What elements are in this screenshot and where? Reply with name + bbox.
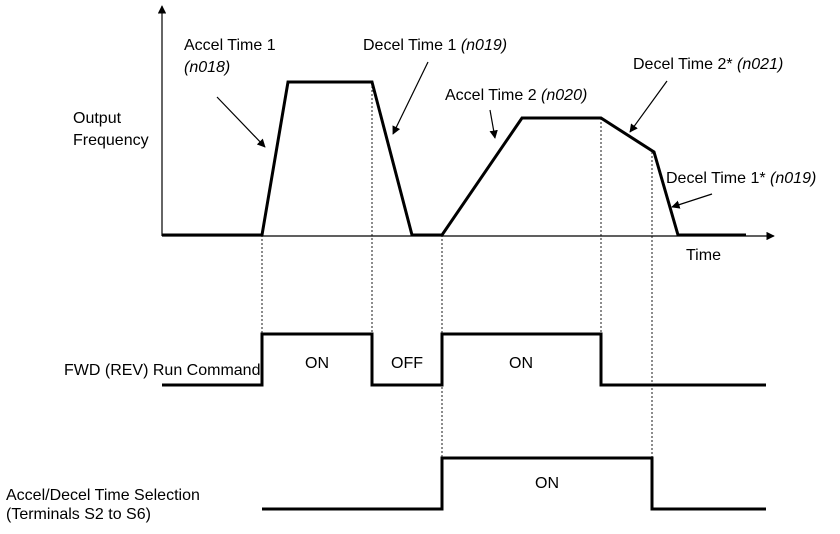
run-command-off: OFF [391,355,423,372]
run-command-on-1: ON [305,355,329,372]
x-axis-label: Time [686,247,721,264]
accel-time-2-label: Accel Time 2 (n020) [445,87,587,104]
run-command-label: FWD (REV) Run Command [64,362,260,379]
accel-time-1-arrow [216,96,266,148]
decel-time-2-arrow [629,80,668,133]
decel-time-1-label: Decel Time 1 (n019) [363,37,507,54]
run-command-waveform [162,332,766,387]
time-selection-waveform [262,456,766,511]
time-selection-label-line1: Accel/Decel Time Selection [6,487,200,504]
decel-time-1b-arrow [671,193,713,209]
decel-time-1-arrow [392,61,429,135]
frequency-waveform [162,80,746,237]
decel-time-2-label: Decel Time 2* (n021) [633,56,783,73]
y-axis-label-line2: Frequency [73,132,149,149]
time-selection-label-line2: (Terminals S2 to S6) [6,506,151,523]
accel-time-1-param: (n018) [184,59,230,76]
run-command-on-2: ON [509,355,533,372]
time-selection-on: ON [535,475,559,492]
accel-time-2-arrow [489,109,498,139]
accel-time-1-label: Accel Time 1 [184,37,276,54]
decel-time-1b-label: Decel Time 1* (n019) [666,170,816,187]
y-axis-label-line1: Output [73,110,122,127]
